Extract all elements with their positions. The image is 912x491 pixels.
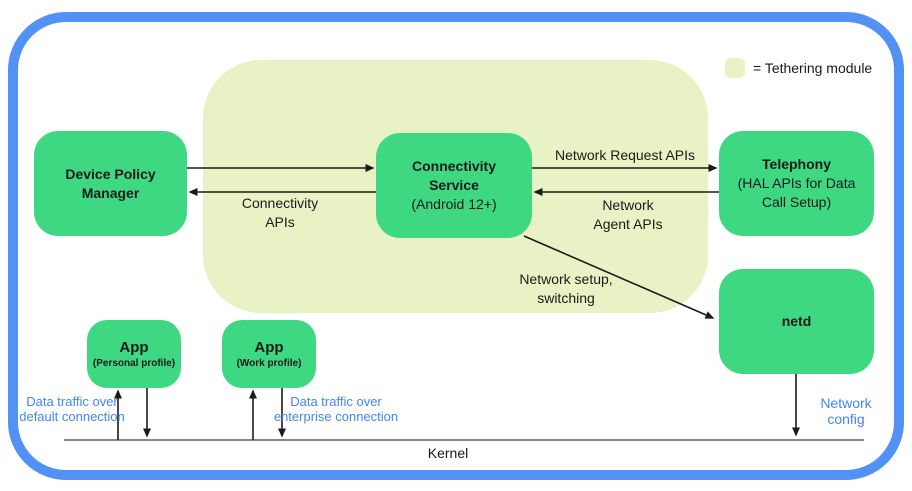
box-title: netd — [781, 313, 812, 329]
device-frame-border — [8, 12, 904, 480]
box-title: Device Policy Manager — [65, 165, 156, 201]
label-network-setup-switching: Network setup, switching — [519, 271, 613, 306]
box-title: Telephony — [762, 156, 831, 172]
box-connectivity-service: Connectivity Service (Android 12+) — [376, 133, 532, 238]
label-data-traffic-enterprise: Data traffic over enterprise connection — [273, 394, 399, 424]
legend-label: = Tethering module — [753, 60, 873, 76]
tethering-module-legend-swatch — [725, 58, 745, 78]
box-netd: netd — [719, 269, 874, 374]
box-device-policy-manager: Device Policy Manager — [34, 131, 187, 236]
box-app-work-profile: App (Work profile) — [222, 320, 316, 388]
box-title: App — [119, 338, 149, 356]
label-network-request-apis: Network Request APIs — [554, 147, 696, 163]
label-connectivity-apis: Connectivity APIs — [241, 195, 319, 230]
label-network-agent-apis: Network Agent APIs — [593, 197, 663, 232]
box-subtitle: (Android 12+) — [411, 196, 497, 212]
box-telephony: Telephony (HAL APIs for Data Call Setup) — [719, 131, 874, 236]
box-subtitle: (Work profile) — [236, 357, 302, 369]
legend: = Tethering module — [725, 58, 872, 78]
box-title: App — [254, 338, 284, 356]
label-data-traffic-default: Data traffic over default connection — [19, 394, 125, 424]
box-app-personal-profile: App (Personal profile) — [87, 320, 181, 388]
box-subtitle: (HAL APIs for Data Call Setup) — [737, 175, 856, 210]
box-title: Connectivity Service — [411, 158, 496, 193]
label-kernel: Kernel — [427, 445, 469, 461]
box-subtitle: (Personal profile) — [92, 357, 176, 369]
label-network-config: Network config — [820, 395, 872, 427]
